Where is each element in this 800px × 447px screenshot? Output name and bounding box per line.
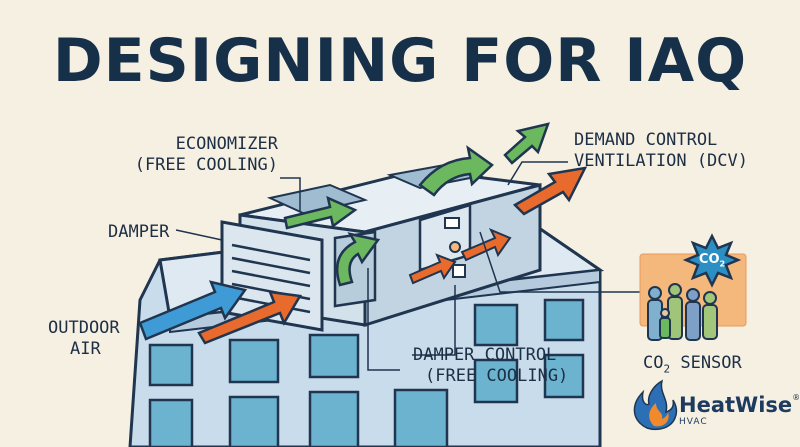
building-windows	[148, 298, 585, 447]
co2-sensor-label-sub: 2	[663, 362, 671, 376]
economizer-label-line2: (FREE COOLING)	[134, 155, 278, 175]
outdoor-air-label: OUTDOOR AIR	[48, 318, 120, 360]
damper-control-label-line2: (FREE COOLING)	[425, 366, 569, 386]
brand-name: HeatWise	[679, 393, 793, 417]
damper-control-label: DAMPER CONTROL (FREE COOLING)	[413, 345, 568, 387]
page-title: DESIGNING FOR IAQ	[52, 26, 748, 96]
co2-sensor-label-suffix: SENSOR	[670, 353, 742, 373]
airflow-arrows	[138, 122, 588, 345]
damper-label: DAMPER	[108, 222, 170, 242]
outdoor-air-label-line2: AIR	[70, 339, 101, 359]
people-icon	[647, 283, 718, 341]
leader-lines	[175, 161, 640, 371]
economizer-label: ECONOMIZER (FREE COOLING)	[98, 134, 278, 176]
flame-logo-icon	[633, 379, 678, 431]
outdoor-air-label-line1: OUTDOOR	[48, 318, 120, 338]
brand-registered: ®	[792, 393, 800, 402]
co2-sensor-label: CO2 SENSOR	[643, 353, 742, 379]
co2-badge-icon	[682, 233, 742, 288]
dcv-label-line2: VENTILATION (DCV)	[574, 151, 748, 171]
co2-badge-text: CO2	[691, 252, 733, 269]
co2-badge-sub: 2	[719, 259, 726, 269]
damper-control-label-line1: DAMPER CONTROL	[413, 345, 557, 365]
economizer-label-line1: ECONOMIZER	[175, 134, 278, 154]
dcv-label: DEMAND CONTROL VENTILATION (DCV)	[574, 130, 748, 172]
co2-sensor-label-prefix: CO	[643, 353, 664, 373]
brand-logo: HeatWise® HVAC	[679, 393, 800, 427]
brand-sub: HVAC	[679, 417, 708, 427]
co2-sensor-panel	[639, 233, 747, 341]
dcv-label-line1: DEMAND CONTROL	[574, 130, 718, 150]
co2-badge-prefix: CO	[698, 252, 720, 267]
